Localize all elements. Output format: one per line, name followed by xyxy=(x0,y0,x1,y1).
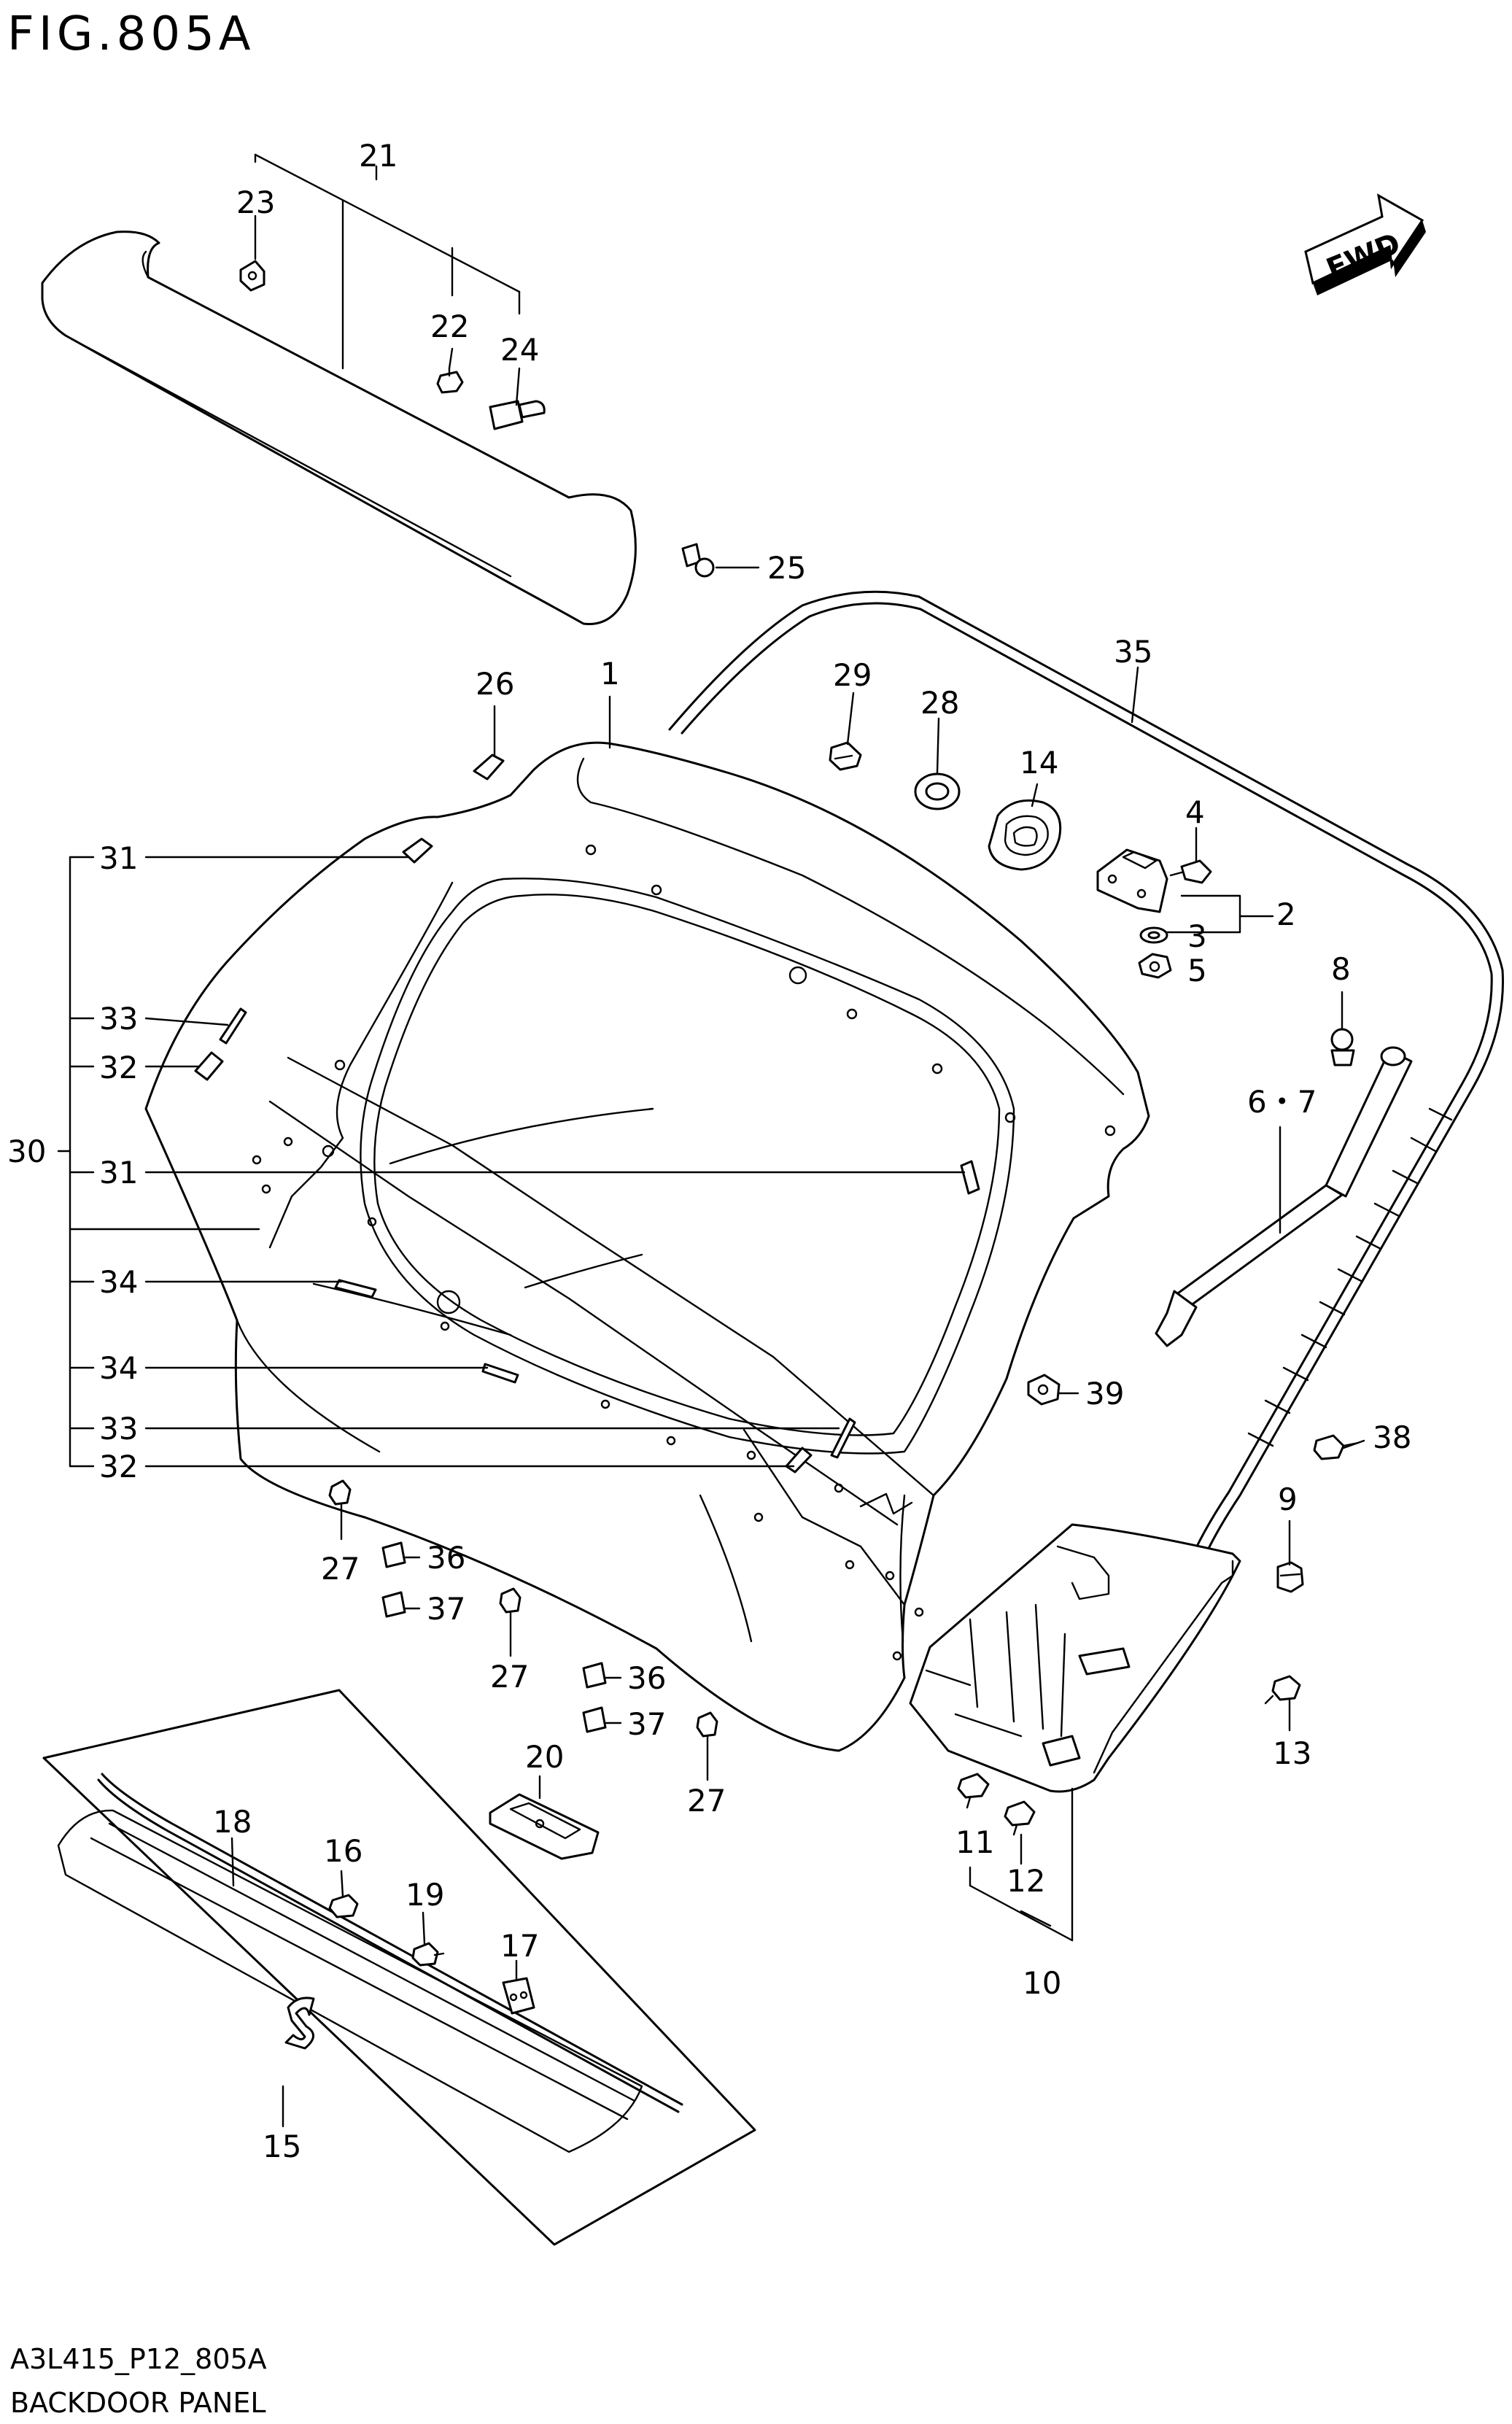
screw-16 xyxy=(328,1894,359,1918)
pad-36-b xyxy=(582,1662,607,1689)
callout-8: 8 xyxy=(1331,951,1351,987)
callout-5: 5 xyxy=(1187,953,1207,988)
spoiler-nut-23 xyxy=(239,260,265,292)
callout-28: 28 xyxy=(920,685,959,721)
callout-10: 10 xyxy=(1023,1965,1061,2001)
ball-stud-8 xyxy=(1330,1028,1355,1066)
callout-11: 11 xyxy=(955,1824,994,1860)
screw-13 xyxy=(1264,1675,1301,1705)
plug-28 xyxy=(914,772,961,810)
figure-caption: BACKDOOR PANEL xyxy=(10,2387,266,2419)
grommet-39 xyxy=(1027,1374,1061,1406)
callout-38: 38 xyxy=(1373,1420,1411,1455)
callout-14: 14 xyxy=(1020,745,1058,781)
callout-23: 23 xyxy=(236,185,275,220)
callout-labels: 1 2 3 4 5 6・7 8 9 10 11 12 13 14 15 16 1… xyxy=(7,138,1411,2164)
callout-15: 15 xyxy=(263,2129,301,2164)
callout-17: 17 xyxy=(500,1928,539,1964)
grommet-29 xyxy=(829,741,862,771)
callout-39: 39 xyxy=(1085,1376,1124,1412)
emblem-icon xyxy=(284,1997,315,2050)
callout-33-b: 33 xyxy=(99,1411,138,1447)
pad-26 xyxy=(473,754,505,781)
callout-27-c: 27 xyxy=(687,1783,726,1819)
callout-1: 1 xyxy=(600,656,620,692)
screw-11 xyxy=(957,1773,990,1809)
plug-14 xyxy=(988,799,1062,871)
pad-33-bottom xyxy=(830,1417,856,1459)
callout-bracket-21 xyxy=(254,153,521,370)
washer-3 xyxy=(1139,926,1168,944)
callout-22: 22 xyxy=(430,309,469,344)
callout-25: 25 xyxy=(767,550,806,586)
bumper-9 xyxy=(1276,1561,1304,1593)
callout-29: 29 xyxy=(833,657,872,693)
callout-19: 19 xyxy=(406,1877,444,1913)
leader-lines xyxy=(57,214,1365,2128)
callout-3: 3 xyxy=(1187,918,1207,954)
callout-2: 2 xyxy=(1276,897,1296,932)
callout-34-a: 34 xyxy=(99,1264,138,1300)
pad-31-bottom xyxy=(960,1160,980,1195)
callout-12: 12 xyxy=(1007,1863,1045,1899)
gas-strut-6-7 xyxy=(1155,1046,1413,1347)
callout-31-a: 31 xyxy=(99,840,138,876)
callout-37-b: 37 xyxy=(627,1706,666,1742)
callout-9: 9 xyxy=(1278,1482,1298,1517)
figure-title: FIG.805A xyxy=(7,7,255,61)
license-lamp-20 xyxy=(489,1793,600,1860)
clip-27-b xyxy=(499,1587,522,1614)
callout-31-b: 31 xyxy=(99,1155,138,1190)
callout-27-b: 27 xyxy=(490,1659,529,1695)
figure-code: A3L415_P12_805A xyxy=(10,2343,267,2375)
weatherstrip-35 xyxy=(668,590,1504,1577)
fwd-arrow-icon: FWD xyxy=(1304,193,1426,295)
callout-13: 13 xyxy=(1273,1735,1311,1771)
callout-32-b: 32 xyxy=(99,1449,138,1484)
pad-37-b xyxy=(582,1706,607,1733)
pad-36-a xyxy=(381,1541,406,1568)
bolt-38 xyxy=(1313,1434,1360,1460)
callout-18: 18 xyxy=(213,1804,252,1840)
screw-12 xyxy=(1004,1800,1036,1836)
callout-21: 21 xyxy=(359,138,398,174)
clip-27-c xyxy=(696,1711,718,1738)
callout-37-a: 37 xyxy=(427,1591,465,1627)
molding-18 xyxy=(97,1773,683,2113)
callout-27-a: 27 xyxy=(321,1551,360,1587)
callout-4: 4 xyxy=(1185,794,1205,830)
hinge-bolt-4 xyxy=(1169,859,1212,884)
bolt-25 xyxy=(681,543,715,578)
clip-27-a xyxy=(328,1479,352,1506)
callout-35: 35 xyxy=(1114,634,1152,670)
pad-37-a xyxy=(381,1591,406,1618)
panel-holes xyxy=(252,844,1116,1661)
callout-24: 24 xyxy=(500,332,539,368)
spoiler-clip-22 xyxy=(436,367,464,394)
bracket-17 xyxy=(502,1977,535,2015)
pad-34-b xyxy=(481,1363,519,1384)
hinge-2 xyxy=(1096,848,1168,913)
callout-36-a: 36 xyxy=(427,1540,465,1576)
callout-16: 16 xyxy=(324,1833,363,1869)
pad-32-top xyxy=(194,1051,224,1081)
pad-33-top xyxy=(219,1007,247,1045)
spoiler-pin-24 xyxy=(489,400,546,430)
callout-36-b: 36 xyxy=(627,1660,666,1696)
pad-31-top xyxy=(402,837,433,864)
lower-trim-10 xyxy=(909,1523,1241,1793)
grommet-19 xyxy=(411,1942,445,1967)
callout-33-a: 33 xyxy=(99,1001,138,1037)
callout-30: 30 xyxy=(7,1134,46,1169)
garnish-15 xyxy=(42,1689,756,2246)
callout-26: 26 xyxy=(476,666,514,702)
rear-spoiler xyxy=(41,231,637,625)
callout-34-b: 34 xyxy=(99,1350,138,1386)
callout-32-a: 32 xyxy=(99,1050,138,1085)
callout-6-7: 6・7 xyxy=(1247,1084,1317,1120)
callout-20: 20 xyxy=(525,1739,564,1775)
nut-5 xyxy=(1138,953,1172,979)
pad-34-a xyxy=(334,1279,377,1298)
